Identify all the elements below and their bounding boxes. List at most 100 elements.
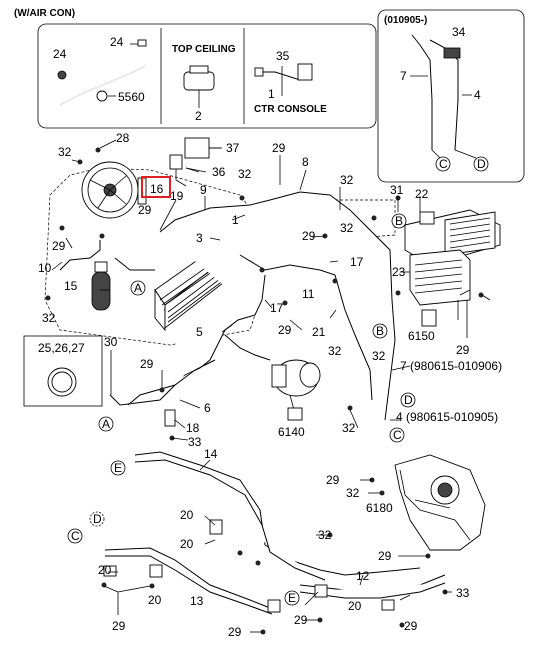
part-label: 32: [328, 344, 342, 358]
part-label: 12: [356, 569, 370, 583]
part-label: 29: [112, 619, 126, 633]
cooling-fan: [81, 161, 147, 219]
part-label: 32: [346, 486, 360, 500]
part-label: 32: [340, 221, 354, 235]
part-label: 6: [204, 401, 211, 415]
connector-e-2: E: [288, 591, 296, 605]
part-label: 20: [348, 599, 362, 613]
connector-e-icon: [284, 590, 300, 606]
clip-icon: [57, 70, 67, 80]
inset-right: (010905-) 34 7 4 C D: [377, 9, 525, 183]
part-4-inset: 4: [474, 88, 481, 102]
diagram-title: (W/AIR CON): [14, 8, 75, 19]
connector-c-icon: [389, 427, 405, 443]
connector-b-1: B: [395, 214, 403, 228]
part-label: 29: [278, 323, 292, 337]
clip-icon: [137, 39, 147, 47]
annotation-7-date: 7 (980615-010906): [400, 359, 502, 373]
part-label: 20: [98, 563, 112, 577]
part-7-inset: 7: [400, 69, 407, 83]
part-label: 32: [340, 173, 354, 187]
connector-a-2: A: [102, 417, 110, 431]
part-24-a: 24: [53, 47, 67, 61]
part-2: 2: [195, 109, 202, 123]
connector-b-icon: [391, 213, 407, 229]
part-label: 21: [312, 325, 326, 339]
connector-b-2: B: [376, 324, 384, 338]
connector-d-2: D: [93, 512, 102, 526]
part-number-labels: 32 28 37 36 29 8 9 19 32 31 22 32 29 1 3…: [38, 131, 470, 639]
caption-ctr-console: CTR CONSOLE: [254, 104, 327, 115]
connector-a-1: A: [134, 281, 142, 295]
part-label: 18: [186, 421, 200, 435]
bolt-markers: [45, 147, 484, 635]
part-label: 20: [180, 537, 194, 551]
part-label: 29: [228, 625, 242, 639]
connector-d-icon: [400, 392, 416, 408]
part-label: 33: [188, 435, 202, 449]
part-label: 29: [140, 357, 154, 371]
highlight-box: [141, 176, 171, 198]
part-label: 29: [456, 343, 470, 357]
connector-c-2: C: [71, 529, 80, 543]
part-label: 3: [196, 231, 203, 245]
connector-d-icon: [89, 511, 105, 527]
part-label: 29: [294, 613, 308, 627]
connector-d-inset: D: [477, 157, 486, 171]
part-24-b: 24: [110, 35, 124, 49]
part-16-highlighted: 16: [150, 182, 164, 196]
oring-label: 25,26,27: [38, 341, 85, 355]
evaporator-unit: [404, 209, 501, 327]
connector-d-icon: [473, 156, 489, 172]
part-label: 32: [342, 421, 356, 435]
connector-a-icon: [130, 280, 146, 296]
compressor: [271, 359, 321, 421]
part-label: 32: [42, 311, 56, 325]
part-5560: 5560: [118, 90, 145, 104]
part-label: 10: [38, 261, 52, 275]
inset-top: 24 24 5560 TOP CEILING 2 35 1 CTR CONSOL…: [37, 23, 377, 129]
part-label: 20: [148, 593, 162, 607]
blower-unit: [394, 454, 486, 551]
part-label: 31: [390, 183, 404, 197]
connector-c-1: C: [393, 428, 402, 442]
part-label: 8: [302, 155, 309, 169]
part-label: 6180: [366, 501, 393, 515]
part-label: 36: [212, 165, 226, 179]
part-label: 32: [58, 145, 72, 159]
leader-lines: [51, 139, 491, 633]
connector-e-1: E: [114, 461, 122, 475]
part-label: 29: [326, 473, 340, 487]
part-label: 11: [302, 287, 315, 301]
part-label: 6140: [278, 425, 305, 439]
part-label: 29: [378, 549, 392, 563]
part-35: 35: [276, 49, 290, 63]
part-label: 32: [372, 349, 386, 363]
part-label: 22: [415, 187, 429, 201]
part-label: 23: [392, 265, 406, 279]
part-label: 5: [196, 325, 203, 339]
connector-b-icon: [372, 323, 388, 339]
connector-c-inset: C: [439, 157, 448, 171]
part-label: 15: [64, 279, 78, 293]
part-1-inset: 1: [268, 87, 275, 101]
part-label: 1: [232, 213, 239, 227]
part-label: 29: [272, 141, 286, 155]
receiver-drier: [91, 261, 111, 311]
part-label: 20: [180, 508, 194, 522]
part-label: 17: [270, 301, 284, 315]
part-label: 6150: [408, 329, 435, 343]
part-label: 37: [226, 141, 240, 155]
connector-c-icon: [67, 528, 83, 544]
annotation-4-date: 4 (980615-010905): [396, 410, 498, 424]
part-label: 19: [170, 189, 184, 203]
connector-e-icon: [110, 460, 126, 476]
part-label: 32: [238, 167, 252, 181]
connector-c-icon: [435, 156, 451, 172]
part-label: 29: [404, 619, 418, 633]
part-label: 28: [116, 131, 130, 145]
part-34: 34: [452, 25, 466, 39]
connector-a-icon: [98, 416, 114, 432]
connector-d-1: D: [404, 393, 413, 407]
